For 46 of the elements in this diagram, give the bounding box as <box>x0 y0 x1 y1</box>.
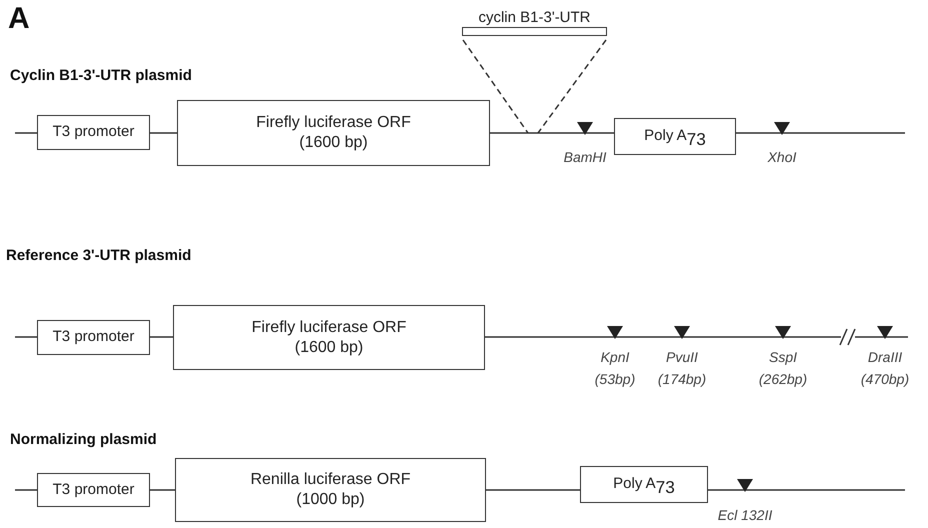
site-name: KpnI <box>600 350 630 366</box>
panel-letter: A <box>8 2 30 35</box>
box-label: T3 promoter <box>52 480 134 500</box>
gene-element-box <box>37 115 150 150</box>
gene-element-box <box>173 305 485 370</box>
plasmid-title: Normalizing plasmid <box>10 432 157 448</box>
insertion-line <box>462 40 529 134</box>
insert-label: cyclin B1-3'-UTR <box>477 9 592 27</box>
plasmid-title: Reference 3'-UTR plasmid <box>6 248 192 264</box>
box-label: T3 promoter <box>52 328 134 347</box>
dna-line <box>15 489 37 491</box>
site-position: (53bp) <box>594 372 636 388</box>
dna-line <box>150 489 175 491</box>
site-position: (174bp) <box>658 372 706 388</box>
site-name: XhoI <box>768 150 796 166</box>
dna-line <box>485 336 908 338</box>
gene-element-box <box>37 320 150 355</box>
box-label: T3 promoter <box>52 123 134 142</box>
gene-element-box <box>177 100 490 166</box>
gene-element-box <box>37 473 150 507</box>
dna-line <box>15 132 37 134</box>
box-label: Firefly luciferase ORF <box>256 113 411 133</box>
gene-element-box <box>614 118 736 155</box>
box-label: Renilla luciferase ORF <box>250 470 411 490</box>
box-label: (1600 bp) <box>299 133 368 153</box>
dna-line <box>490 132 614 134</box>
site-position: (470bp) <box>860 372 910 388</box>
gene-element-box <box>175 458 486 522</box>
dna-line <box>150 132 177 134</box>
dna-line <box>150 336 173 338</box>
box-label: Firefly luciferase ORF <box>252 318 406 338</box>
site-name: PvuII <box>666 350 698 366</box>
site-name: Ecl 132II <box>718 508 772 524</box>
box-label: (1600 bp) <box>294 338 364 358</box>
dna-line <box>708 489 905 491</box>
site-name: BamHI <box>564 150 606 166</box>
site-name: DraIII <box>868 350 902 366</box>
gene-element-box <box>580 466 708 503</box>
box-label: (1000 bp) <box>296 490 365 510</box>
dna-line <box>736 132 905 134</box>
plasmid-title: Cyclin B1-3'-UTR plasmid <box>10 68 192 84</box>
dna-line <box>15 336 37 338</box>
dna-line <box>486 489 580 491</box>
insertion-line <box>537 40 607 134</box>
site-name: SspI <box>769 350 797 366</box>
site-position: (262bp) <box>758 372 808 388</box>
